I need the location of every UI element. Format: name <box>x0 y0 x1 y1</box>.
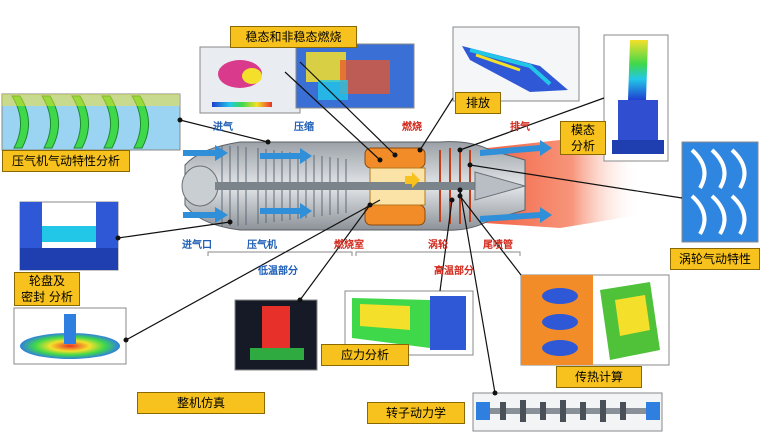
label-hot-section: 高温部分 <box>434 266 474 277</box>
tag-compressor-aero: 压气机气动特性分析 <box>2 150 130 172</box>
stress-casing-thumbnail <box>344 290 474 356</box>
inlet-spinner <box>181 165 219 207</box>
leader-dots <box>115 117 498 396</box>
combustion-flow-arrow <box>405 172 420 188</box>
tag-disk-seal: 轮盘及 密封 分析 <box>14 272 80 306</box>
tag-exhaust: 排放 <box>455 92 501 114</box>
cold-section-bracket <box>207 251 353 256</box>
label-intake-top: 进气 <box>213 122 233 133</box>
tail-cone <box>474 171 527 201</box>
main-shaft <box>215 182 505 190</box>
label-cold-section: 低温部分 <box>258 266 298 277</box>
modal-blade-thumbnail <box>603 34 669 162</box>
combustor-contour-thumbnail <box>295 43 415 109</box>
turbine-cascade-thumbnail <box>681 141 759 243</box>
tag-combustion: 稳态和非稳态燃烧 <box>230 26 357 48</box>
label-combust-top: 燃烧 <box>402 122 422 133</box>
tag-heat-transfer: 传热计算 <box>556 366 642 388</box>
leader-lines <box>117 61 683 394</box>
tag-whole-engine: 整机仿真 <box>137 392 265 414</box>
flame-thumbnail <box>199 46 301 114</box>
combustor-chamber-top <box>364 147 426 169</box>
label-combustor: 燃烧室 <box>334 240 364 251</box>
tag-stress: 应力分析 <box>321 344 409 366</box>
label-compressor: 压气机 <box>247 240 277 251</box>
stress-blade-thumbnail <box>234 299 318 371</box>
airflow-arrows <box>183 140 552 223</box>
exhaust-streamline-thumbnail <box>452 26 580 102</box>
label-exhaust-top: 排气 <box>510 122 530 133</box>
label-inlet: 进气口 <box>182 240 212 251</box>
tag-rotor-dynamics: 转子动力学 <box>367 402 465 424</box>
tag-modal: 模态 分析 <box>560 121 606 155</box>
rotor-dynamics-thumbnail <box>472 392 663 432</box>
label-tailpipe: 尾喷管 <box>483 240 513 251</box>
compressor-cascade-thumbnail <box>1 93 181 151</box>
hot-section-bracket <box>355 251 521 256</box>
heat-transfer-thumbnail <box>520 274 670 366</box>
disk-seal-thumbnail <box>19 201 119 271</box>
tag-turbine-aero: 涡轮气动特性 <box>670 248 760 270</box>
rotor-disk-thumbnail <box>13 307 127 365</box>
label-turbine: 涡轮 <box>428 240 448 251</box>
label-compress-top: 压缩 <box>294 122 314 133</box>
combustor-chamber-bottom <box>364 204 426 226</box>
